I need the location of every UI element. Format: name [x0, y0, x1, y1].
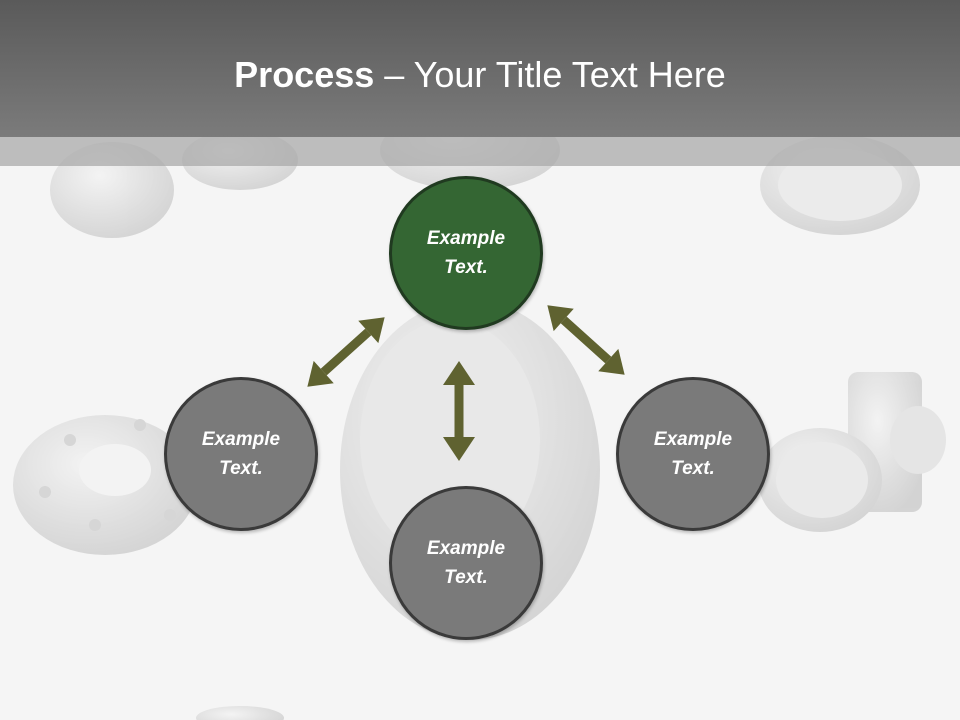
process-node-left-text: Example Text.: [201, 429, 281, 479]
title-accent-strip: [0, 137, 960, 166]
slide-title: Process – Your Title Text Here: [0, 50, 960, 100]
process-node-bottom-text: Example Text.: [426, 538, 506, 588]
title-bold-text: Process: [234, 54, 375, 95]
process-node-bottom[interactable]: Example Text.: [389, 486, 543, 640]
process-node-right[interactable]: Example Text.: [616, 377, 770, 531]
process-node-left[interactable]: Example Text.: [164, 377, 318, 531]
process-node-right-text: Example Text.: [653, 429, 733, 479]
title-rest-text: – Your Title Text Here: [374, 54, 726, 95]
process-node-top[interactable]: Example Text.: [389, 176, 543, 330]
title-bar: [0, 0, 960, 137]
process-node-top-text: Example Text.: [426, 228, 506, 278]
